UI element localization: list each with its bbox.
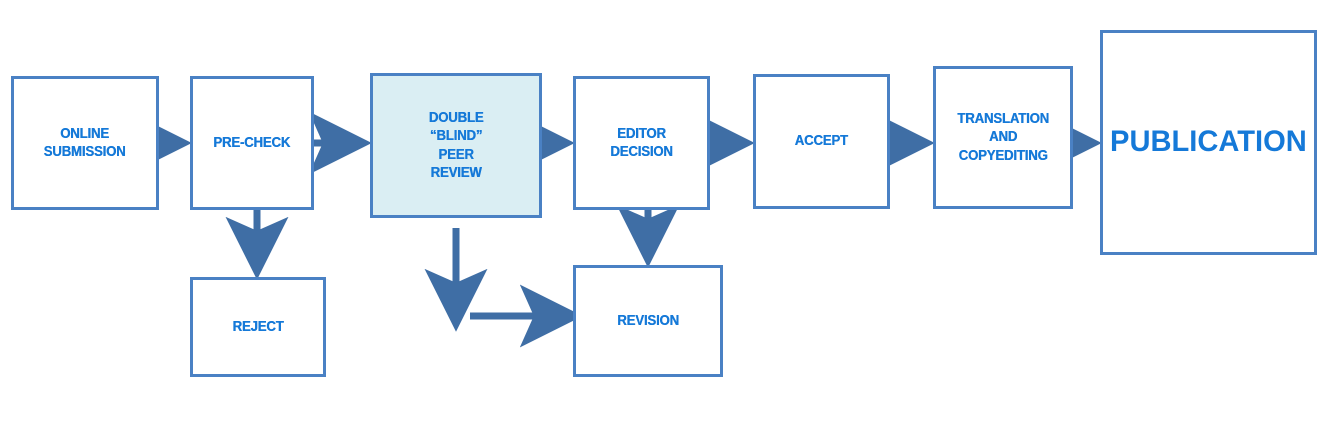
node-label: REVISION	[617, 311, 679, 329]
node-label: PUBLICATION	[1110, 125, 1307, 159]
node-reject[interactable]: REJECT	[190, 277, 326, 377]
node-online-submission[interactable]: ONLINE SUBMISSION	[11, 76, 159, 210]
node-editor-decision[interactable]: EDITOR DECISION	[573, 76, 710, 210]
node-label: ACCEPT	[794, 132, 849, 150]
node-pre-check[interactable]: PRE-CHECK	[190, 76, 314, 210]
node-double-blind-peer-review[interactable]: DOUBLE “BLIND” PEER REVIEW	[370, 73, 542, 218]
node-revision[interactable]: REVISION	[573, 265, 723, 377]
node-label: TRANSLATION AND COPYEDITING	[957, 110, 1049, 164]
node-label: EDITOR DECISION	[610, 124, 673, 160]
node-label: DOUBLE “BLIND” PEER REVIEW	[428, 108, 484, 181]
node-label: REJECT	[232, 317, 284, 335]
arrow-revision-to-peer-review	[424, 228, 583, 348]
node-translation-and-copyediting[interactable]: TRANSLATION AND COPYEDITING	[933, 66, 1073, 209]
node-label: PRE-CHECK	[213, 133, 291, 151]
node-accept[interactable]: ACCEPT	[753, 74, 890, 209]
node-publication[interactable]: PUBLICATION	[1100, 30, 1317, 255]
node-label: ONLINE SUBMISSION	[44, 124, 126, 160]
